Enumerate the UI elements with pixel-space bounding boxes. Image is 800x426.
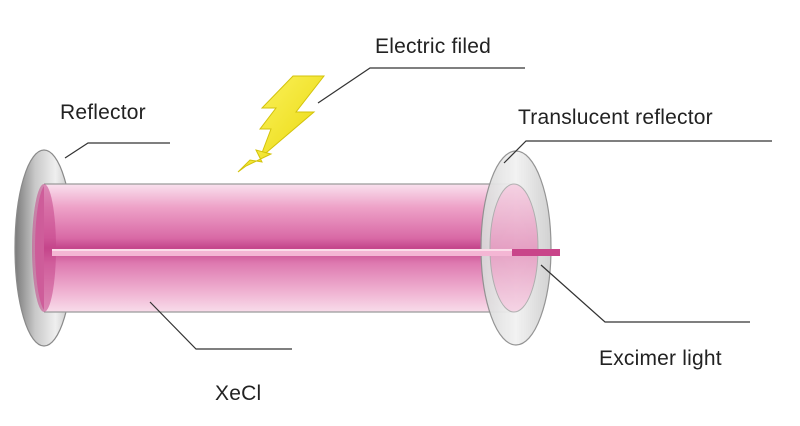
excimer-beam [52, 249, 560, 256]
leader-translucent [503, 140, 772, 164]
reflector-label: Reflector [60, 101, 146, 124]
translucent-reflector-right [480, 150, 552, 346]
leader-lines [64, 67, 772, 350]
electric-field-label: Electric filed [375, 35, 492, 58]
lightning-bolt-icon [237, 75, 326, 173]
translucent-reflector-label: Translucent reflector [518, 106, 713, 129]
excimer-light-label: Excimer light [599, 347, 722, 370]
leader-electric-field [317, 67, 525, 104]
gas-label: XeCl [215, 382, 262, 405]
leader-excimer [540, 264, 750, 323]
leader-xecl [149, 301, 292, 350]
gas-tube [32, 183, 514, 313]
leader-reflector [64, 142, 170, 159]
